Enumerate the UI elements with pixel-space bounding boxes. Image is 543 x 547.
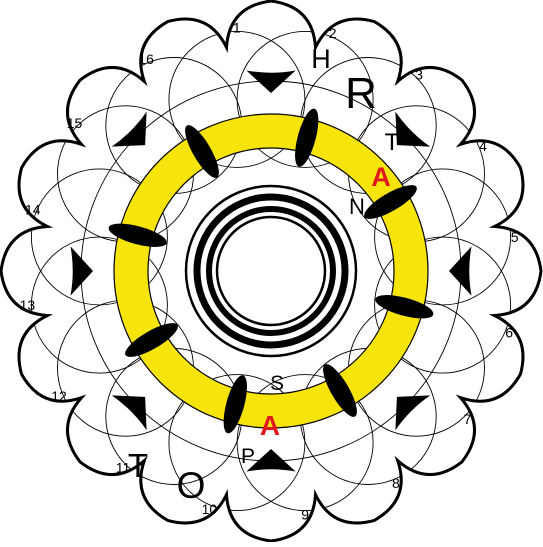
petal-number: 15	[67, 115, 83, 131]
petal-number: 6	[505, 325, 513, 341]
letter-s: S	[270, 372, 284, 395]
petal-number: 14	[25, 201, 41, 217]
letter-h: H	[311, 44, 331, 74]
petal-number: 2	[329, 25, 337, 41]
petal-number: 4	[479, 138, 487, 154]
petal-number: 9	[301, 507, 309, 523]
petal-number: 8	[392, 475, 400, 491]
petal-number: 13	[20, 297, 36, 313]
center-rings	[186, 186, 356, 356]
letter-a-top: A	[371, 162, 391, 192]
letter-t-bottom: T	[128, 447, 148, 484]
petal-number: 16	[138, 51, 154, 67]
letter-t: T	[385, 129, 400, 156]
letter-a-bottom: A	[260, 410, 280, 441]
letter-p: P	[241, 445, 255, 468]
petal-number: 7	[464, 411, 472, 427]
petal-number: 12	[51, 388, 67, 404]
petal-number: 1	[233, 19, 241, 35]
petal-number: 3	[415, 67, 423, 83]
letter-n: N	[349, 194, 365, 219]
letter-r: R	[345, 69, 377, 118]
letter-o: O	[177, 465, 206, 506]
petal-number: 5	[511, 229, 519, 245]
